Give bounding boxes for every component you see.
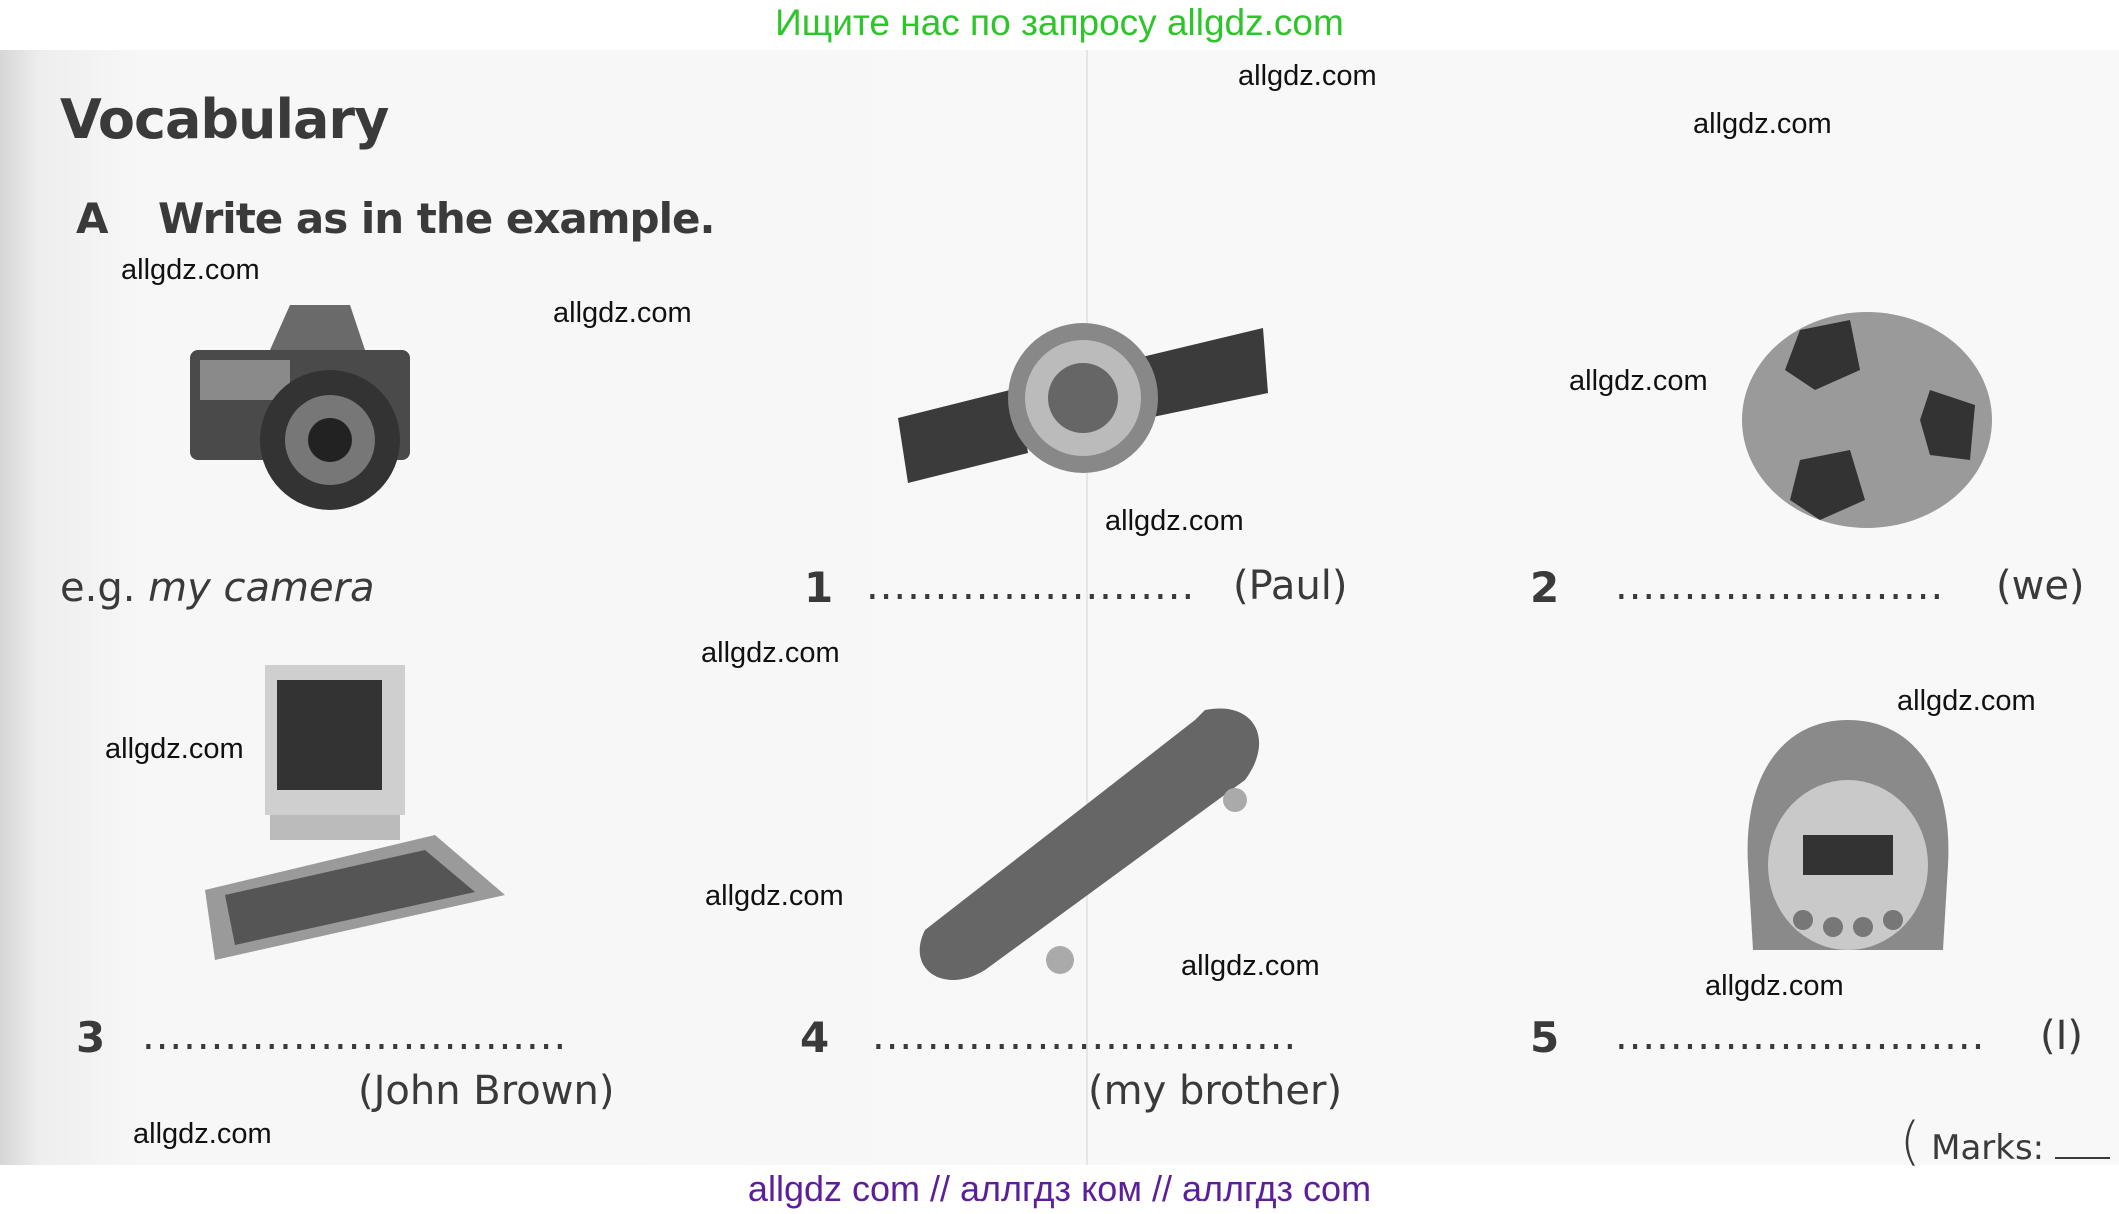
- camera-picture: [190, 305, 410, 510]
- item-4-hint: (my brother): [1088, 1068, 1343, 1114]
- example-prefix: e.g.: [60, 565, 136, 611]
- item-1-blank[interactable]: ........................: [866, 563, 1196, 609]
- watermark: allgdz.com: [1705, 970, 1844, 1002]
- scanned-page: [0, 50, 2119, 1165]
- item-1-number: 1: [804, 563, 834, 612]
- alarm-clock-picture: [1747, 720, 1949, 950]
- watermark: allgdz.com: [121, 254, 260, 286]
- marks-box: ( Marks: ): [1900, 1112, 2119, 1172]
- watermark: allgdz.com: [1181, 950, 1320, 982]
- watermark: allgdz.com: [1693, 108, 1832, 140]
- section-title: Vocabulary: [60, 88, 389, 151]
- watermark: allgdz.com: [705, 880, 844, 912]
- football-picture: [1742, 312, 1992, 528]
- watch-picture: [898, 323, 1268, 483]
- skateboard-picture: [919, 708, 1260, 981]
- top-banner[interactable]: Ищите нас по запросу allgdz.com: [775, 2, 1344, 43]
- example-answer: my camera: [148, 565, 375, 611]
- watermark: allgdz.com: [1238, 60, 1377, 92]
- item-5-blank[interactable]: ...........................: [1615, 1013, 1986, 1059]
- watermark: allgdz.com: [701, 637, 840, 669]
- marks-label: Marks:: [1931, 1128, 2045, 1168]
- item-5-number: 5: [1530, 1013, 1560, 1062]
- item-3-blank[interactable]: ...............................: [142, 1013, 568, 1059]
- item-3-number: 3: [76, 1013, 106, 1062]
- item-2-number: 2: [1530, 563, 1560, 612]
- item-1-hint: (Paul): [1233, 563, 1348, 609]
- marks-input[interactable]: [2054, 1157, 2110, 1159]
- item-2-blank[interactable]: ........................: [1615, 563, 1945, 609]
- watermark: allgdz.com: [1105, 505, 1244, 537]
- item-3-hint: (John Brown): [358, 1068, 615, 1114]
- watermark: allgdz.com: [553, 297, 692, 329]
- item-2-hint: (we): [1996, 563, 2085, 609]
- bottom-banner[interactable]: allgdz com // аллгдз ком // аллгдз com: [747, 1168, 1372, 1209]
- column-divider: [1086, 50, 1088, 1165]
- item-5-hint: (I): [2040, 1013, 2084, 1059]
- watermark: allgdz.com: [1569, 365, 1708, 397]
- exercise-instruction: Write as in the example.: [158, 194, 715, 243]
- item-4-number: 4: [800, 1013, 830, 1062]
- example: e.g. my camera: [60, 565, 375, 611]
- watermark: allgdz.com: [133, 1118, 272, 1150]
- exercise-letter: A: [76, 194, 109, 243]
- watermark: allgdz.com: [105, 733, 244, 765]
- watermark: allgdz.com: [1897, 685, 2036, 717]
- computer-picture: [205, 665, 505, 960]
- item-4-blank[interactable]: ...............................: [872, 1013, 1298, 1059]
